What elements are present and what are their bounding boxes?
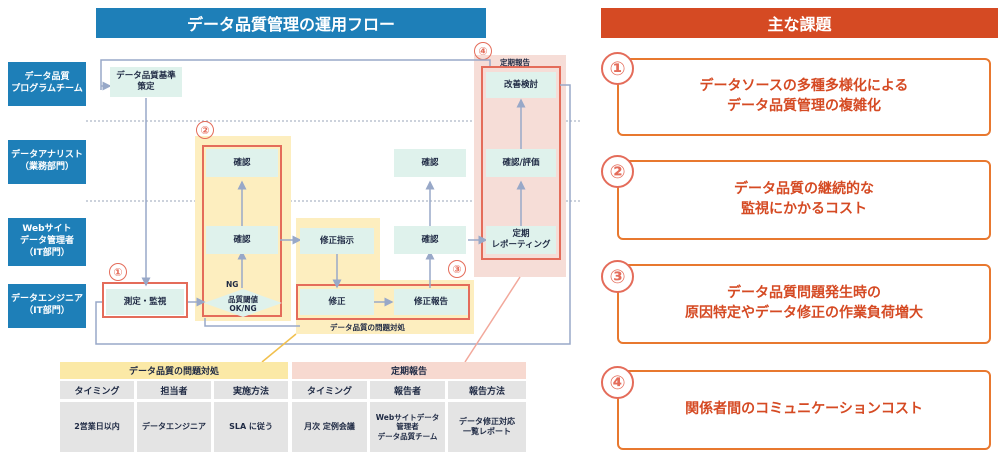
issue-number-4: ④ (601, 366, 634, 399)
table-report-cell: 月次 定例会議 (292, 402, 367, 452)
node-confirm-b2: 確認 (394, 226, 466, 254)
marker-2: ② (196, 121, 214, 139)
table-report-cell: Webサイトデータ 管理者 データ品質チーム (370, 402, 445, 452)
issue-card-1: データソースの多種多様化による データ品質管理の複雑化 (617, 58, 991, 136)
issues-title: 主な課題 (601, 8, 998, 38)
issue-number-1: ① (601, 52, 634, 85)
issue-card-4: 関係者間のコミュニケーションコスト (617, 370, 991, 450)
table-report-header: タイミング (292, 381, 367, 399)
outline-group-3 (296, 284, 470, 320)
node-quality-threshold-label: 品質閾値 OK/NG (228, 295, 258, 313)
periodic-report-label: 定期報告 (500, 58, 530, 67)
outline-group-4 (481, 66, 561, 260)
table-report-title: 定期報告 (292, 362, 526, 379)
lane-data-analyst: データアナリスト （業務部門） (8, 140, 86, 184)
table-problem-header: 実施方法 (214, 381, 288, 399)
table-problem-title: データ品質の問題対処 (60, 362, 288, 379)
node-fix-instruction: 修正指示 (300, 228, 374, 254)
lane-data-engineer: データエンジニア （IT部門） (8, 284, 86, 328)
table-report-header: 報告者 (370, 381, 445, 399)
problem-handling-label: データ品質の問題対処 (330, 323, 405, 332)
marker-1: ① (109, 263, 127, 281)
node-periodic-reporting: 定期 レポーティング (486, 226, 556, 254)
node-confirm-b1: 確認 (394, 149, 466, 177)
lane-dq-program-team: データ品質 プログラムチーム (8, 62, 86, 106)
table-problem-cell: 2営業日以内 (60, 402, 134, 452)
node-improvement: 改善検討 (486, 72, 556, 98)
table-report-header: 報告方法 (448, 381, 526, 399)
issue-number-2: ② (601, 155, 634, 188)
node-confirm-a2: 確認 (206, 226, 278, 254)
issue-card-3: データ品質問題発生時の 原因特定やデータ修正の作業負荷増大 (617, 264, 991, 344)
node-confirm-a1: 確認 (206, 149, 278, 177)
flow-connectors (95, 59, 571, 363)
flow-title: データ品質管理の運用フロー (96, 8, 486, 38)
lane-web-data-manager: Webサイト データ管理者 （IT部門） (8, 218, 86, 266)
table-problem-header: 担当者 (137, 381, 211, 399)
node-confirm-evaluate: 確認/評価 (486, 149, 556, 177)
table-problem-cell: データエンジニア (137, 402, 211, 452)
table-problem-cell: SLA に従う (214, 402, 288, 452)
node-measure-monitor: 測定・監視 (106, 289, 184, 315)
ng-label: NG (226, 280, 239, 289)
node-dq-standard: データ品質基準 策定 (110, 67, 182, 97)
table-problem-header: タイミング (60, 381, 134, 399)
node-quality-threshold (204, 289, 282, 317)
issue-card-2: データ品質の継続的な 監視にかかるコスト (617, 160, 991, 240)
issue-number-3: ③ (601, 260, 634, 293)
table-report-cell: データ修正対応 一覧レポート (448, 402, 526, 452)
marker-3: ③ (448, 260, 466, 278)
node-fix: 修正 (300, 289, 374, 315)
node-fix-report: 修正報告 (394, 289, 468, 315)
